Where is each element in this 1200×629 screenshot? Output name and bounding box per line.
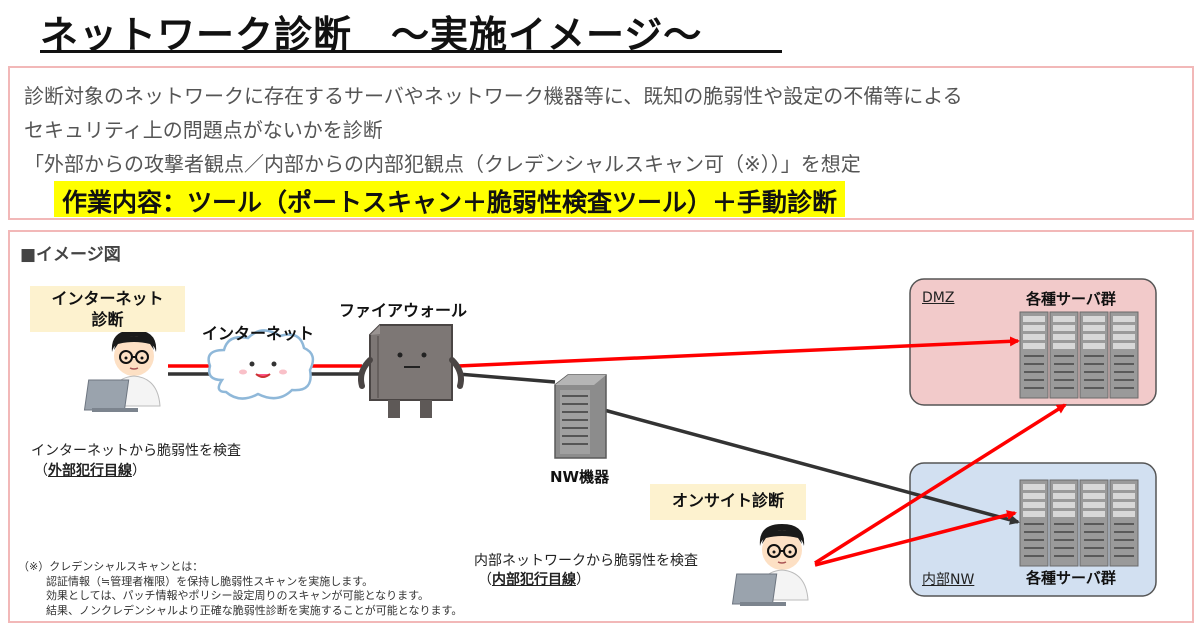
internet-cloud-icon bbox=[207, 329, 315, 400]
red-arrow-onsite-to-internal bbox=[814, 510, 1017, 567]
image-heading: ■イメージ図 bbox=[20, 245, 121, 265]
note-line-1: （※）クレデンシャルスキャンとは： bbox=[18, 560, 204, 573]
title-underline bbox=[40, 50, 782, 53]
note-line-4: 結果、ノンクレデンシャルより正確な脆弱性診断を実施することが可能となります。 bbox=[46, 603, 463, 617]
description-line-1: 診断対象のネットワークに存在するサーバやネットワーク機器等に、既知の脆弱性や設定… bbox=[24, 84, 963, 108]
work-content-highlight: 作業内容：ツール（ポートスキャン＋脆弱性検査ツール）＋手動診断 bbox=[54, 181, 846, 217]
internal-perspective: （内部犯行目線） bbox=[478, 572, 590, 588]
dark-line-to-nw bbox=[457, 372, 556, 384]
note-line-3: 効果としては、パッチ情報やポリシー設定周りのスキャンが可能となります。 bbox=[46, 589, 430, 602]
internal-check-text: 内部ネットワークから脆弱性を検査 bbox=[474, 553, 698, 569]
internet-diagnosis-tag: インターネット 診断 bbox=[30, 286, 185, 332]
credential-scan-note: （※）クレデンシャルスキャンとは： 認証情報（≒管理者権限）を保持し脆弱性スキャ… bbox=[18, 560, 462, 618]
external-check-text: インターネットから脆弱性を検査 bbox=[31, 443, 241, 459]
dmz-zone-label: DMZ bbox=[922, 290, 955, 306]
dmz-servers-label: 各種サーバ群 bbox=[1026, 290, 1116, 308]
external-perspective-label: 外部犯行目線 bbox=[48, 463, 132, 479]
internal-zone-label: 内部NW bbox=[922, 572, 975, 588]
firewall-icon bbox=[358, 324, 464, 418]
firewall-label: ファイアウォール bbox=[339, 301, 468, 320]
onsite-person-icon bbox=[731, 523, 809, 607]
description-line-2: セキュリティ上の問題点がないかを診断 bbox=[24, 118, 383, 142]
nw-device-label: NW機器 bbox=[550, 468, 610, 486]
external-attacker-person-icon bbox=[83, 329, 161, 413]
red-arrow-onsite-to-dmz bbox=[814, 403, 1067, 565]
nw-device-icon bbox=[554, 374, 607, 459]
note-line-2: 認証情報（≒管理者権限）を保持し脆弱性スキャンを実施します。 bbox=[46, 574, 374, 588]
description-line-3: 「外部からの攻撃者観点／内部からの内部犯観点（クレデンシャルスキャン可（※））」… bbox=[24, 152, 861, 176]
red-arrow-to-dmz bbox=[457, 336, 1020, 368]
image-diagram-box: ■イメージ図 bbox=[8, 230, 1194, 623]
internal-servers-label: 各種サーバ群 bbox=[1026, 569, 1116, 587]
onsite-diagnosis-tag: オンサイト診断 bbox=[650, 484, 806, 520]
description-box: 診断対象のネットワークに存在するサーバやネットワーク機器等に、既知の脆弱性や設定… bbox=[8, 66, 1194, 220]
external-perspective: （外部犯行目線） bbox=[34, 463, 146, 479]
page-title: ネットワーク診断 ～実施イメージ～ bbox=[40, 13, 703, 57]
dark-arrow-to-internal bbox=[603, 408, 1020, 525]
internet-label: インターネット bbox=[202, 324, 315, 343]
internal-perspective-label: 内部犯行目線 bbox=[492, 572, 576, 588]
